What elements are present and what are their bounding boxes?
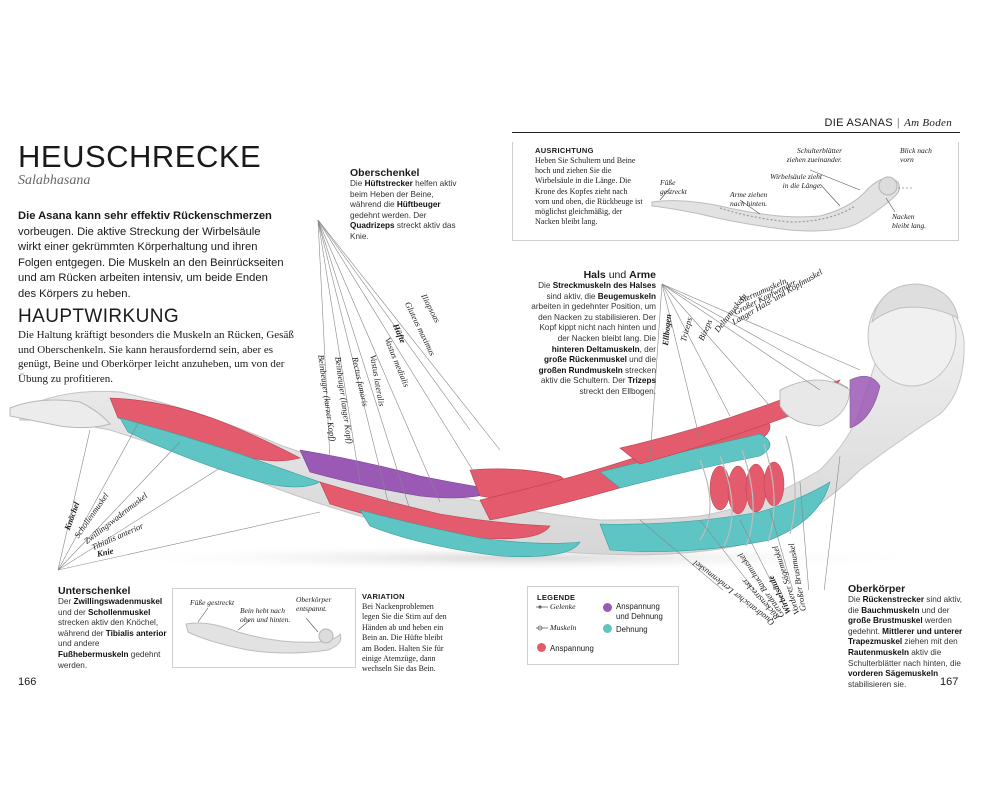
deltoid-muscle [779,379,851,427]
legend-stretch-dot [603,624,612,633]
anatomy-figure [9,220,965,590]
section-separator: | [896,117,901,129]
legend-muscles: Muskeln [550,623,577,632]
alignment-label-arms: Arme ziehen nach hinten. [730,190,768,208]
page-number-right: 167 [940,676,959,688]
legend-tension-stretch-dot [603,603,612,612]
floor-shadow [100,544,940,572]
intro-paragraph: Die Asana kann sehr effektiv Rückenschme… [18,209,286,302]
muscle-symbol-icon [536,625,548,631]
alignment-title: AUSRICHTUNG [535,146,594,155]
section-header: DIE ASANAS|Am Boden [824,117,952,129]
intro-lead: Die Asana kann sehr effektiv Rückenschme… [18,210,272,222]
joint-symbol-icon [536,605,548,609]
oberkoerper-pointer-lines [639,455,841,590]
variation-label-torso: Oberkörper entspannt. [296,595,332,613]
annotation-unterschenkel: Unterschenkel Der Zwillingswadenmuskel u… [58,585,168,671]
subsection-name: Am Boden [904,117,952,129]
rib-cage [699,435,796,547]
main-effect-text: Die Haltung kräftigt besonders die Muske… [18,329,294,385]
legend-tension-stretch: Anspannung und Dehnung [616,602,663,621]
annotation-oberkoerper: Oberkörper Die Rückenstrecker sind aktiv… [848,583,968,690]
abdominal-stretch [599,481,831,552]
intro-rest: vorbeugen. Die aktive Streckung der Wirb… [18,225,284,300]
section-name: DIE ASANAS [824,117,893,129]
page-title: HEUSCHRECKE [18,139,262,174]
main-effect-title: HAUPTWIRKUNG [18,306,180,327]
oberschenkel-title: Oberschenkel [350,167,420,179]
variation-label-feet: Füße gestreckt [190,598,235,607]
legend-tension-dot [537,643,546,652]
legend-box [527,586,679,665]
alignment-body-figure [651,176,900,232]
alignment-box [512,142,959,241]
unterschenkel-title: Unterschenkel [58,585,131,597]
legend-joints: Gelenke [550,602,576,611]
page-number-left: 166 [18,676,37,688]
alignment-label-spine: Wirbelsäule zieht in die Länge. [770,172,822,190]
variation-label-leg: Bein hebt nach oben und hinten. [240,606,291,624]
neck-stretch [849,375,881,429]
unterschenkel-text: Der Zwillingswadenmuskel und der Scholle… [58,597,167,670]
alignment-figure [651,169,912,232]
oberschenkel-pointer-lines [317,220,501,511]
legend-title: LEGENDE [537,593,576,602]
alignment-text: Heben Sie Schultern und Beine hoch und z… [535,156,643,227]
thigh-stretch [359,509,581,558]
alignment-label-shoulders: Schulterblätter ziehen zueinander. [786,146,842,164]
feet [9,399,111,429]
header-rule [512,132,960,133]
serratus-muscles [709,461,785,515]
annotation-hals-arme: Hals und Arme Die Streckmuskeln des Hals… [528,269,656,398]
variation-title: VARIATION [362,592,405,601]
oberschenkel-text: Die Hüftstrecker helfen aktiv beim Heben… [350,179,457,241]
alignment-label-gaze: Blick nach vorn [900,146,932,164]
variation-figure [185,607,342,654]
variation-box [172,588,356,668]
hals-text: Die Streckmuskeln des Halses sind aktiv,… [531,281,656,396]
oberkoerper-text: Die Rückenstrecker sind aktiv, die Bauch… [848,595,963,689]
variation-text: Bei Nackenproblemen legen Sie die Stirn … [362,602,447,674]
alignment-label-feet: Füße gestreckt [660,178,687,196]
legend-tension: Anspannung [550,644,594,653]
oberkoerper-title: Oberkörper [848,583,906,595]
alignment-label-neck: Nacken bleibt lang. [892,212,927,230]
hair [871,283,959,324]
page-subtitle: Salabhasana [18,173,91,188]
unterschenkel-pointer-lines [57,419,321,571]
annotation-oberschenkel: Oberschenkel Die Hüftstrecker helfen akt… [350,167,458,243]
hals-pointer-lines [649,283,861,461]
hals-title: Hals und Arme [583,269,656,281]
legend-stretch: Dehnung [616,625,648,634]
